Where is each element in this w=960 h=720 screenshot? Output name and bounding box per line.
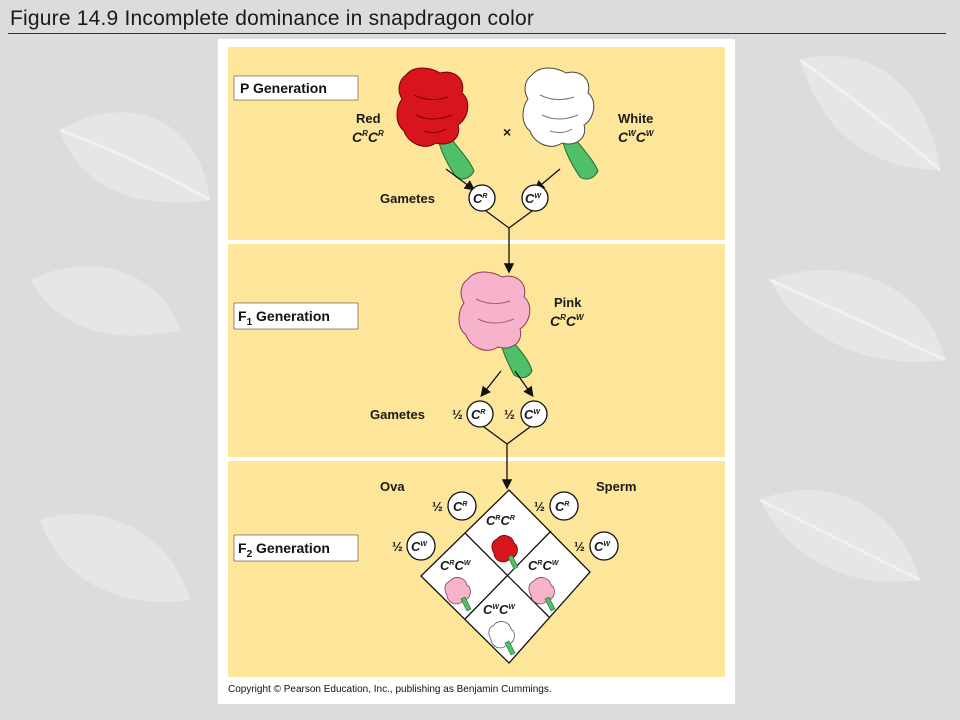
svg-text:CW: CW <box>594 539 611 554</box>
fertilization-arrow <box>485 210 533 271</box>
svg-text:CWCW: CWCW <box>483 602 516 617</box>
svg-text:CR: CR <box>453 499 467 514</box>
white-label: White <box>618 111 653 126</box>
svg-text:P Generation: P Generation <box>240 80 327 96</box>
red-snapdragon-flower <box>396 67 475 180</box>
f1-gamete-cr: CR <box>466 400 494 428</box>
punnett-figure: P Generation F1 Generation F2 Generation… <box>218 39 735 704</box>
svg-text:CRCR: CRCR <box>486 513 515 528</box>
sperm-label: Sperm <box>596 479 636 494</box>
p-gametes-label: Gametes <box>380 191 435 206</box>
figure-diagram: P Generation F1 Generation F2 Generation… <box>228 47 725 677</box>
svg-text:CR: CR <box>555 499 569 514</box>
sperm-gamete-cw: CW <box>589 531 619 561</box>
svg-text:CRCW: CRCW <box>528 558 560 573</box>
pink-snapdragon-flower <box>458 271 533 379</box>
f1-generation-label: F1 Generation <box>233 302 359 330</box>
p-gamete-cw: CW <box>521 184 549 212</box>
red-to-gamete-arrow <box>445 168 476 191</box>
punnett-cell-crcw-left: CRCW <box>440 558 472 612</box>
punnett-cell-cwcw: CWCW <box>483 602 516 656</box>
ova-fraction-top: ½ <box>432 499 443 514</box>
white-genotype: CWCW <box>618 129 655 145</box>
ova-fraction-bottom: ½ <box>392 539 403 554</box>
f1-self-cross-arrow <box>483 426 531 487</box>
f1-to-gamete-arrow-left <box>480 370 502 398</box>
svg-text:F1 Generation: F1 Generation <box>238 308 330 328</box>
sperm-fraction-top: ½ <box>534 499 545 514</box>
ova-gamete-cr: CR <box>447 491 477 521</box>
pink-genotype: CRCW <box>550 313 585 329</box>
title-divider <box>8 33 946 34</box>
sperm-fraction-bottom: ½ <box>574 539 585 554</box>
f2-generation-label: F2 Generation <box>233 534 359 562</box>
slide-title: Figure 14.9 Incomplete dominance in snap… <box>10 7 535 30</box>
svg-text:CRCW: CRCW <box>440 558 472 573</box>
svg-text:CW: CW <box>411 539 428 554</box>
sperm-gamete-cr: CR <box>549 491 579 521</box>
f1-fraction-right: ½ <box>504 407 515 422</box>
f1-fraction-left: ½ <box>452 407 463 422</box>
svg-text:CR: CR <box>473 191 487 206</box>
svg-text:CW: CW <box>525 191 542 206</box>
punnett-cell-crcr: CRCR <box>486 513 519 570</box>
cross-symbol: × <box>503 124 511 140</box>
ova-gamete-cw: CW <box>406 531 436 561</box>
f1-gamete-cw: CW <box>520 400 548 428</box>
ova-label: Ova <box>380 479 405 494</box>
f1-gametes-label: Gametes <box>370 407 425 422</box>
f1-to-gamete-arrow-right <box>514 370 534 398</box>
red-genotype: CRCR <box>352 129 384 145</box>
svg-text:CW: CW <box>524 407 541 422</box>
svg-text:F2 Generation: F2 Generation <box>238 540 330 560</box>
red-label: Red <box>356 111 381 126</box>
p-generation-label: P Generation <box>233 75 359 101</box>
punnett-square <box>420 489 591 664</box>
white-snapdragon-flower <box>522 67 599 180</box>
p-gamete-cr: CR <box>468 184 496 212</box>
copyright-notice: Copyright © Pearson Education, Inc., pub… <box>228 684 552 695</box>
pink-label: Pink <box>554 295 582 310</box>
svg-text:CR: CR <box>471 407 485 422</box>
punnett-cell-crcw-right: CRCW <box>528 558 560 612</box>
